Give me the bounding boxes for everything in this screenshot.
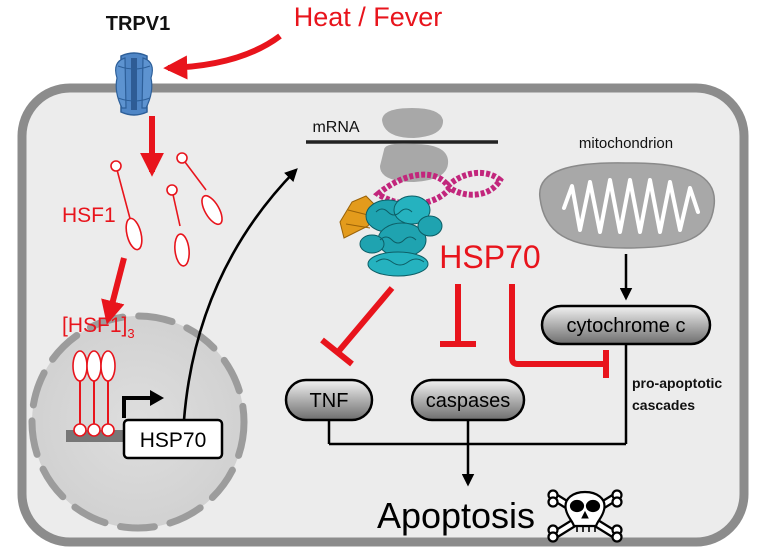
ion-channel-icon bbox=[115, 52, 153, 116]
inhibition-lines bbox=[320, 284, 609, 378]
promoter-arrow bbox=[122, 396, 150, 418]
inhibit-tnf-bar bbox=[320, 337, 354, 367]
protein-structure-icon bbox=[339, 169, 504, 277]
trpv1-label: TRPV1 bbox=[106, 13, 170, 35]
hsp70-protein-label: HSP70 bbox=[439, 239, 540, 275]
skull-and-crossbones-icon bbox=[547, 489, 623, 543]
mrna-label: mRNA bbox=[312, 119, 359, 136]
heat-to-trpv1-arrow bbox=[163, 33, 282, 80]
inhibit-cascades-line bbox=[509, 284, 606, 367]
hsp70-gene-label: HSP70 bbox=[140, 429, 207, 452]
gene-to-mrna-arrow bbox=[182, 168, 298, 421]
tnf-label: TNF bbox=[310, 390, 349, 412]
hsp70-gene-box bbox=[122, 418, 224, 460]
cytochrome-c-label: cytochrome c bbox=[567, 315, 686, 337]
mitochondrion-icon bbox=[539, 162, 716, 249]
hsf1-label: HSF1 bbox=[62, 204, 116, 227]
hsf1-trimer-subscript: 3 bbox=[127, 326, 134, 341]
mitochondrion-label: mitochondrion bbox=[579, 135, 673, 152]
inhibit-tnf-line bbox=[335, 286, 395, 354]
heat-fever-label: Heat / Fever bbox=[294, 2, 443, 32]
hsf1-trimer-main: [HSF1] bbox=[62, 314, 127, 337]
pro-apoptotic-label-2: cascades bbox=[632, 397, 695, 413]
hsf1-to-trimer-arrow bbox=[101, 257, 127, 325]
trpv1-channel bbox=[115, 52, 153, 116]
caspases-label: caspases bbox=[426, 390, 511, 412]
hsf1-trimer-label: [HSF1]3 bbox=[62, 314, 135, 341]
hsf1-trimer bbox=[72, 350, 116, 437]
pro-apoptotic-label-1: pro-apoptotic bbox=[632, 375, 722, 391]
promoter-arrow-head bbox=[150, 390, 164, 406]
hsf1-monomers bbox=[110, 152, 223, 267]
apoptosis-label: Apoptosis bbox=[377, 495, 535, 536]
apoptosis-convergence-lines bbox=[327, 344, 628, 446]
